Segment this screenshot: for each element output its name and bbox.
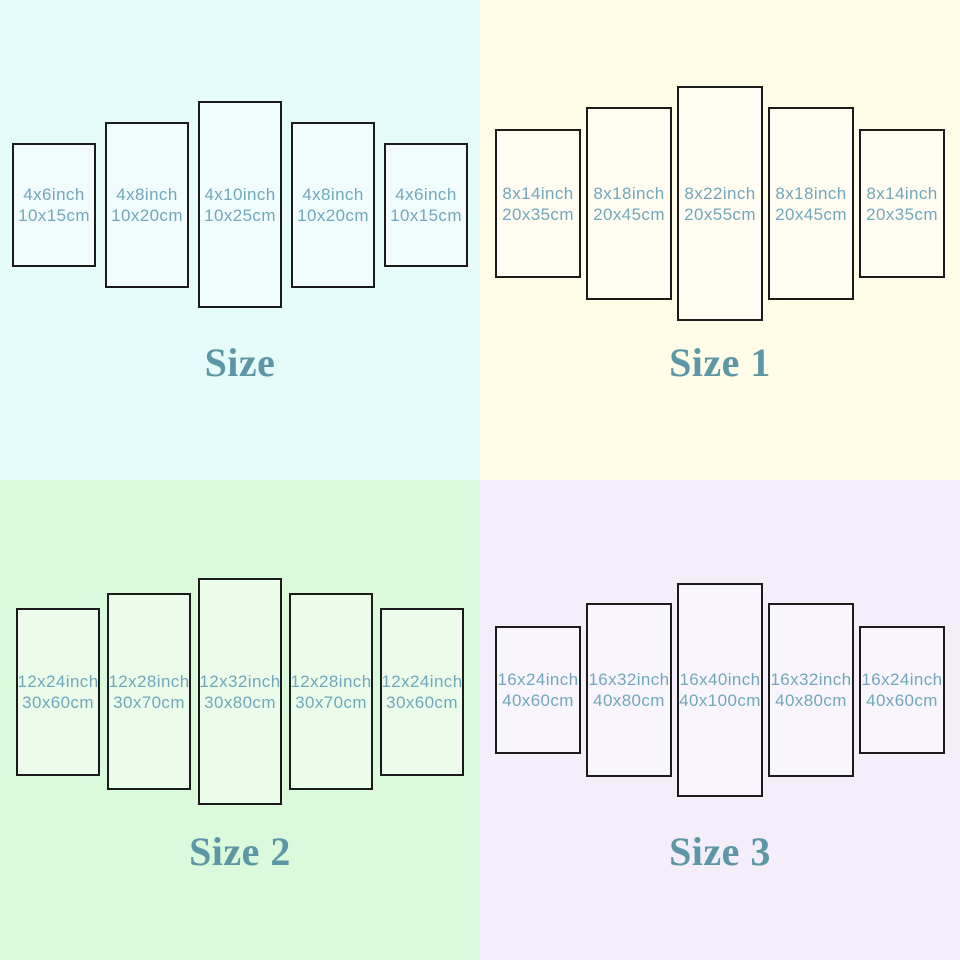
canvas-panel: 16x40inch 40x100cm	[677, 583, 763, 797]
panel-size-cm-label: 40x80cm	[593, 691, 665, 710]
panel-size-label: 4x8inch 10x20cm	[111, 184, 183, 226]
panel-size-cm-label: 20x45cm	[593, 204, 665, 224]
panel-size-inch-label: 12x28inch	[290, 671, 372, 691]
size-group-title: Size 1	[669, 340, 771, 385]
canvas-panel: 4x8inch 10x20cm	[105, 121, 189, 288]
canvas-panel: 8x14inch 20x35cm	[495, 129, 581, 278]
panel-size-inch-label: 4x8inch	[116, 184, 178, 204]
panel-size-cm-label: 40x60cm	[502, 691, 574, 710]
size-chart-quadrant-size-2: 12x24inch 30x60cm 12x28inch 30x70cm 12x3…	[0, 480, 480, 960]
panel-size-label: 8x18inch 20x45cm	[775, 183, 847, 225]
size-chart-quadrant-size: 4x6inch 10x15cm 4x8inch 10x20cm 4x10inch…	[0, 0, 480, 480]
panel-size-cm-label: 40x60cm	[866, 691, 938, 710]
canvas-panel: 12x24inch 30x60cm	[380, 607, 464, 776]
panel-size-cm-label: 30x70cm	[113, 692, 185, 712]
canvas-panel: 12x28inch 30x70cm	[107, 593, 191, 790]
panel-row: 8x14inch 20x35cm 8x18inch 20x45cm 8x22in…	[480, 86, 960, 321]
size-chart-quadrant-size-1: 8x14inch 20x35cm 8x18inch 20x45cm 8x22in…	[480, 0, 960, 480]
panel-size-label: 4x8inch 10x20cm	[297, 184, 369, 226]
panel-size-label: 4x10inch 10x25cm	[204, 184, 276, 226]
size-group-title: Size	[204, 340, 276, 385]
panel-size-cm-label: 10x25cm	[204, 205, 276, 225]
panel-size-cm-label: 30x60cm	[22, 692, 94, 712]
panel-size-cm-label: 10x20cm	[111, 205, 183, 225]
panel-size-label: 16x32inch 40x80cm	[770, 669, 851, 711]
panel-size-inch-label: 8x14inch	[866, 183, 938, 203]
canvas-panel: 8x22inch 20x55cm	[677, 86, 763, 321]
panel-size-cm-label: 20x35cm	[866, 204, 938, 224]
panel-size-cm-label: 10x20cm	[297, 205, 369, 225]
panel-size-cm-label: 30x60cm	[386, 692, 458, 712]
panel-size-label: 16x32inch 40x80cm	[588, 669, 669, 711]
panel-size-label: 8x14inch 20x35cm	[502, 183, 574, 225]
canvas-panel: 16x32inch 40x80cm	[586, 603, 672, 777]
canvas-panel: 12x24inch 30x60cm	[16, 607, 100, 776]
panel-size-cm-label: 20x35cm	[502, 204, 574, 224]
panel-size-inch-label: 12x24inch	[17, 671, 99, 691]
panel-size-inch-label: 12x28inch	[108, 671, 190, 691]
panel-size-label: 8x22inch 20x55cm	[684, 183, 756, 225]
panel-size-label: 16x24inch 40x60cm	[861, 669, 942, 711]
size-chart-quadrant-size-3: 16x24inch 40x60cm 16x32inch 40x80cm 16x4…	[480, 480, 960, 960]
panel-size-label: 4x6inch 10x15cm	[390, 184, 462, 226]
panel-size-inch-label: 4x8inch	[302, 184, 364, 204]
panel-size-cm-label: 20x45cm	[775, 204, 847, 224]
panel-size-inch-label: 8x14inch	[502, 183, 574, 203]
canvas-panel: 16x24inch 40x60cm	[859, 626, 945, 754]
panel-size-label: 16x24inch 40x60cm	[497, 669, 578, 711]
panel-size-cm-label: 40x100cm	[679, 691, 761, 710]
panel-size-inch-label: 12x32inch	[199, 671, 281, 691]
panel-size-inch-label: 16x40inch	[679, 670, 761, 689]
canvas-panel: 16x24inch 40x60cm	[495, 626, 581, 754]
panel-size-inch-label: 8x22inch	[684, 183, 756, 203]
canvas-panel: 16x32inch 40x80cm	[768, 603, 854, 777]
canvas-panel: 8x18inch 20x45cm	[768, 107, 854, 300]
canvas-panel: 12x32inch 30x80cm	[198, 578, 282, 805]
panel-size-label: 8x14inch 20x35cm	[866, 183, 938, 225]
panel-size-inch-label: 8x18inch	[593, 183, 665, 203]
panel-row: 4x6inch 10x15cm 4x8inch 10x20cm 4x10inch…	[0, 101, 480, 308]
panel-size-inch-label: 8x18inch	[775, 183, 847, 203]
canvas-panel: 4x6inch 10x15cm	[384, 142, 468, 267]
panel-size-cm-label: 20x55cm	[684, 204, 756, 224]
panel-row: 12x24inch 30x60cm 12x28inch 30x70cm 12x3…	[0, 578, 480, 805]
canvas-panel: 12x28inch 30x70cm	[289, 593, 373, 790]
panel-size-inch-label: 16x24inch	[861, 670, 943, 689]
panel-size-label: 12x32inch 30x80cm	[199, 671, 280, 713]
panel-size-label: 12x24inch 30x60cm	[381, 671, 462, 713]
canvas-panel: 4x10inch 10x25cm	[198, 101, 282, 308]
canvas-panel: 8x14inch 20x35cm	[859, 129, 945, 278]
panel-size-label: 12x28inch 30x70cm	[108, 671, 189, 713]
panel-size-inch-label: 12x24inch	[381, 671, 463, 691]
panel-size-cm-label: 10x15cm	[18, 205, 90, 225]
panel-size-inch-label: 16x32inch	[588, 670, 670, 689]
size-group-title: Size 3	[669, 829, 771, 874]
panel-size-label: 4x6inch 10x15cm	[18, 184, 90, 226]
panel-size-inch-label: 4x10inch	[204, 184, 276, 204]
panel-row: 16x24inch 40x60cm 16x32inch 40x80cm 16x4…	[480, 583, 960, 797]
canvas-panel: 4x6inch 10x15cm	[12, 142, 96, 267]
panel-size-inch-label: 4x6inch	[395, 184, 457, 204]
canvas-panel: 8x18inch 20x45cm	[586, 107, 672, 300]
panel-size-cm-label: 30x70cm	[295, 692, 367, 712]
panel-size-label: 8x18inch 20x45cm	[593, 183, 665, 225]
canvas-panel: 4x8inch 10x20cm	[291, 121, 375, 288]
panel-size-label: 12x28inch 30x70cm	[290, 671, 371, 713]
panel-size-label: 12x24inch 30x60cm	[17, 671, 98, 713]
panel-size-inch-label: 16x32inch	[770, 670, 852, 689]
panel-size-cm-label: 40x80cm	[775, 691, 847, 710]
size-group-title: Size 2	[189, 829, 291, 874]
panel-size-cm-label: 10x15cm	[390, 205, 462, 225]
panel-size-inch-label: 4x6inch	[23, 184, 85, 204]
panel-size-label: 16x40inch 40x100cm	[679, 669, 761, 711]
panel-size-inch-label: 16x24inch	[497, 670, 579, 689]
panel-size-cm-label: 30x80cm	[204, 692, 276, 712]
